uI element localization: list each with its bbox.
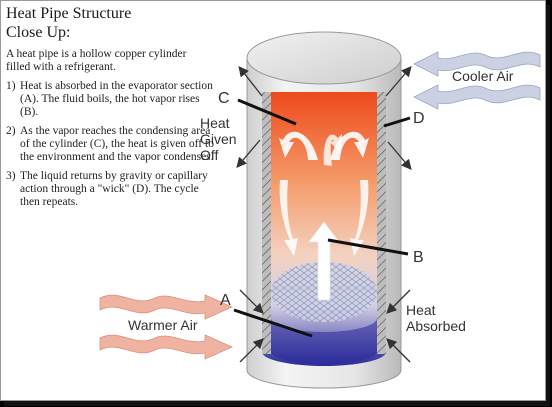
callout-line-D (383, 116, 411, 128)
warmer-air-arrow-2 (99, 334, 233, 360)
step-item: 1) Heat is absorbed in the evaporator se… (6, 80, 216, 119)
cold-bottom (271, 318, 377, 364)
page-title: Heat Pipe Structure Close Up: (6, 4, 226, 42)
curl-arrow-center (323, 134, 342, 166)
heat-given-off-arrows (236, 65, 412, 170)
step-number: 1) (6, 80, 16, 92)
down-arrow-right (350, 180, 369, 256)
cooler-air-arrow-1 (413, 51, 541, 77)
heat-out-arrow-mid-right (387, 141, 412, 170)
title-line-1: Heat Pipe Structure (6, 5, 132, 22)
wick-left (262, 92, 271, 354)
heat-given-label-3: Off (200, 147, 219, 163)
cooler-air-label: Cooler Air (452, 68, 514, 84)
step-number: 2) (6, 125, 16, 137)
heat-out-arrow-top-right (385, 66, 412, 97)
step-text: As the vapor reaches the condensing area… (20, 125, 214, 163)
label-B: B (413, 249, 424, 266)
heat-absorbed-label-1: Heat (406, 302, 436, 318)
step-item: 3) The liquid returns by gravity or capi… (6, 170, 216, 209)
warmer-air-arrows (99, 294, 233, 360)
heat-absorbed-arrows (239, 289, 411, 363)
curl-arrow-left (279, 131, 318, 160)
heat-in-arrow-right-lower (386, 338, 411, 363)
callout-line-A (233, 308, 313, 338)
cooler-air-arrows (413, 51, 541, 110)
curl-arrow-right (330, 131, 369, 160)
label-C: C (218, 90, 230, 107)
cylinder-top (246, 31, 402, 85)
down-arrow-left (279, 180, 298, 256)
heat-in-arrow-right-upper (386, 289, 411, 314)
callout-lines (233, 98, 411, 338)
title-line-2: Close Up: (6, 24, 71, 41)
callout-line-C (237, 98, 297, 126)
heat-absorbed-label-2: Absorbed (406, 318, 466, 334)
label-D: D (413, 110, 425, 127)
intro-text: A heat pipe is a hollow copper cylinder … (6, 48, 187, 73)
warmer-air-arrow-1 (99, 294, 233, 320)
step-text: Heat is absorbed in the evaporator secti… (20, 80, 213, 118)
heat-in-arrow-left-lower (239, 338, 264, 363)
wick-right (377, 92, 386, 354)
steps-list: 1) Heat is absorbed in the evaporator se… (6, 80, 216, 215)
heat-in-arrow-left-upper (239, 289, 264, 314)
callout-line-B (327, 238, 409, 256)
heat-given-label-1: Heat (200, 115, 230, 131)
heat-out-arrow-top-left (238, 65, 263, 97)
label-A: A (220, 292, 231, 309)
cooler-air-arrow-2 (413, 84, 541, 110)
heat-out-arrow-mid-left (236, 139, 261, 168)
step-item: 2) As the vapor reaches the condensing a… (6, 125, 216, 164)
warmer-air-label: Warmer Air (128, 317, 198, 333)
step-text: The liquid returns by gravity or capilla… (20, 170, 208, 208)
step-number: 3) (6, 170, 16, 182)
heat-given-label-2: Given (200, 131, 237, 147)
